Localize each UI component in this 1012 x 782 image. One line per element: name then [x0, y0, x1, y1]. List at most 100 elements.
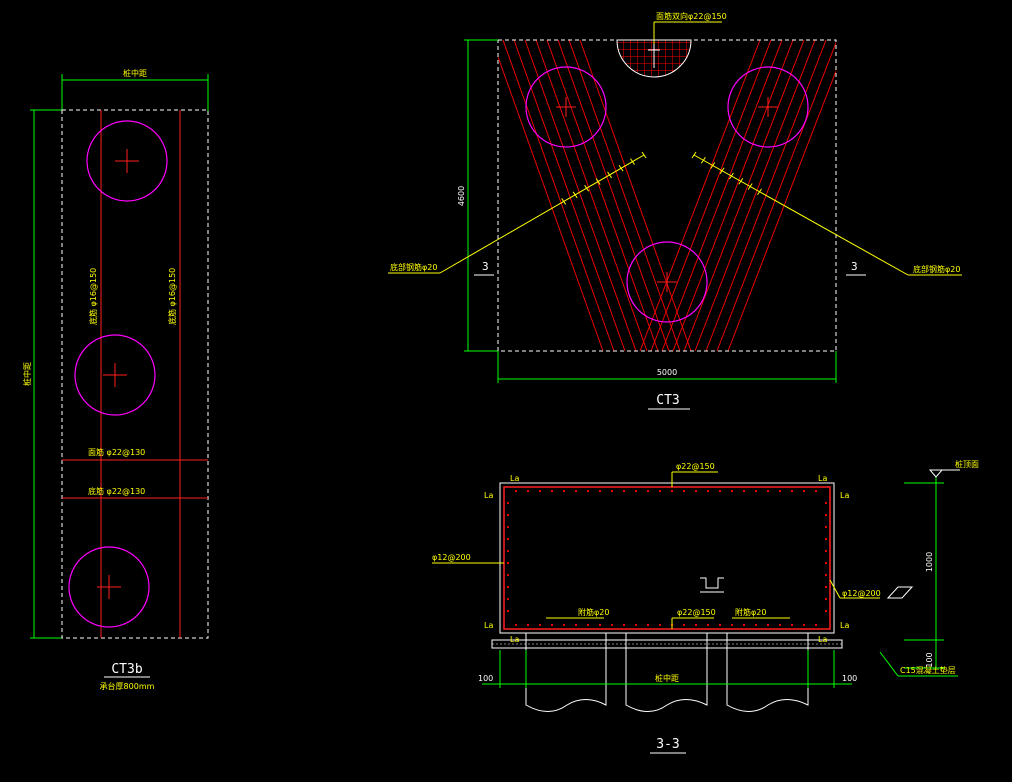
section-pile-middle — [625, 633, 708, 712]
section-level-marker — [928, 469, 944, 478]
section-rebar-cage — [503, 486, 831, 630]
section-rebar-dot-bottom — [586, 623, 590, 627]
section-rebar-dot-top — [790, 489, 794, 493]
ct3-left-tick — [641, 151, 647, 159]
section-la-top-left: La — [510, 474, 519, 483]
ct3-right-tick — [729, 172, 734, 180]
section-rebar-dot-top — [742, 489, 746, 493]
ct3-band-left-bar — [535, 40, 648, 351]
section-right-side-leader — [829, 579, 841, 599]
section-piles — [525, 633, 809, 712]
section-rebar-dot-left — [506, 585, 510, 589]
ct3-right-tick — [738, 177, 744, 185]
section-rebar-dot-bottom — [754, 623, 758, 627]
ct3-band-left-bar — [524, 40, 637, 351]
section-stirrup-symbol — [886, 586, 914, 599]
section-top-rebar: φ22@150 — [676, 462, 715, 471]
ct3-height-dim-text: 4600 — [457, 186, 466, 206]
section-pile-gap-label: 桩中距 — [655, 673, 679, 683]
ct3-right-callout-ticks — [691, 151, 762, 196]
section-rebar-dot-top — [658, 489, 662, 493]
section-rebar-dot-top — [538, 489, 542, 493]
section-cap-outline — [499, 482, 835, 634]
section-pile-right — [726, 633, 809, 712]
section-rebar-dot-bottom — [562, 623, 566, 627]
ct3-left-tick — [607, 171, 612, 179]
section-rebar-dot-left — [506, 525, 510, 529]
ct3b-top-dim-text: 桩中距 — [123, 68, 147, 78]
ct3-band-left-bar — [568, 40, 681, 351]
section-la-bottom-left: La — [510, 635, 519, 644]
section-cushion-note: C15混凝土垫层 — [900, 665, 956, 675]
ct3-right-tick — [700, 156, 706, 164]
section-rebar-dot-top — [766, 489, 770, 493]
section-rebar-dot-top — [610, 489, 614, 493]
section-rebar-dot-bottom — [718, 623, 722, 627]
ct3-right-tick — [747, 183, 753, 190]
ct3-title: CT3 — [656, 393, 679, 408]
section-rebar-dot-bottom — [526, 623, 530, 627]
ct3-band-right-bar — [727, 69, 836, 351]
section-rebar-dot-top — [682, 489, 686, 493]
section-rebar-dot-left — [506, 609, 510, 613]
ct3-pile-top-right — [727, 66, 809, 148]
section-rebar-dot-right — [824, 561, 828, 565]
ct3b-title: CT3b — [111, 662, 142, 677]
ct3b-label-bottom-right: 底筋 φ16@150 — [167, 268, 177, 325]
section-rebar-dot-bottom — [814, 623, 818, 627]
ct3-right-tick — [691, 151, 697, 159]
section-3-3: 100 100 桩中距 1000 100 桩顶面 C15混凝土垫层 La La … — [432, 459, 979, 754]
section-rebar-dot-bottom — [610, 623, 614, 627]
section-rebar-dot-left — [506, 561, 510, 565]
ct3-band-right-bar — [672, 40, 794, 351]
section-rebar-dot-right — [824, 537, 828, 541]
section-detail-symbol — [700, 577, 724, 589]
section-rebar-dot-top — [598, 489, 602, 493]
ct3-band-left-bar — [502, 40, 615, 351]
section-rebar-dot-top — [586, 489, 590, 493]
section-rebar-dot-top — [730, 489, 734, 493]
section-rebar-dot-bottom — [682, 623, 686, 627]
section-rebar-dot-left — [506, 549, 510, 553]
section-pile-left — [525, 633, 607, 712]
section-rebar-dot-top — [706, 489, 710, 493]
section-rebar-dot-left — [506, 573, 510, 577]
section-rebar-dot-bottom — [778, 623, 782, 627]
section-rebar-dot-bottom — [598, 623, 602, 627]
section-rebar-dot-bottom — [766, 623, 770, 627]
ct3-band-right-bar — [683, 40, 805, 351]
ct3-band-right-bar — [639, 40, 761, 351]
section-rebar-dot-right — [824, 585, 828, 589]
section-right-side: φ12@200 — [842, 589, 881, 598]
ct3b-label-bottom-left: 底筋 φ16@150 — [88, 268, 98, 325]
section-rebar-dot-top — [814, 489, 818, 493]
ct3-rebar-band-left — [498, 40, 692, 351]
section-bottom-mid: φ22@150 — [677, 608, 716, 617]
section-rebar-dot-bottom — [694, 623, 698, 627]
section-rebar-dots — [506, 489, 828, 627]
section-rebar-dot-top — [802, 489, 806, 493]
ct3-left-tick — [595, 178, 601, 185]
ct3b-side-dim-text: 桩中距 — [22, 362, 32, 386]
ct3-section-right-label: 3 — [851, 260, 858, 273]
section-rebar-dot-left — [506, 597, 510, 601]
ct3-band-right-bar — [694, 40, 816, 351]
section-left-side: φ12@200 — [432, 553, 471, 562]
section-rebar-dot-left — [506, 537, 510, 541]
section-height-dim-text: 1000 — [925, 552, 934, 572]
section-rebar-dot-left — [506, 513, 510, 517]
ct3-band-left-bar — [513, 40, 626, 351]
section-rebar-dot-right — [824, 501, 828, 505]
section-rebar-dot-top — [550, 489, 554, 493]
section-bottom-right: 附筋φ20 — [735, 607, 766, 617]
ct3-right-callout-leader — [693, 154, 909, 276]
ct3b-label-top-bar: 面筋 φ22@130 — [88, 447, 145, 457]
section-rebar-dot-top — [694, 489, 698, 493]
ct3-band-right-bar — [661, 40, 783, 351]
ct3-band-left-bar — [546, 40, 659, 351]
ct3-top-callout: 面筋双向φ22@150 — [656, 11, 727, 21]
ct3-left-tick — [572, 191, 578, 199]
section-la-left-upper: La — [484, 491, 493, 500]
section-la-right-lower: La — [840, 621, 849, 630]
